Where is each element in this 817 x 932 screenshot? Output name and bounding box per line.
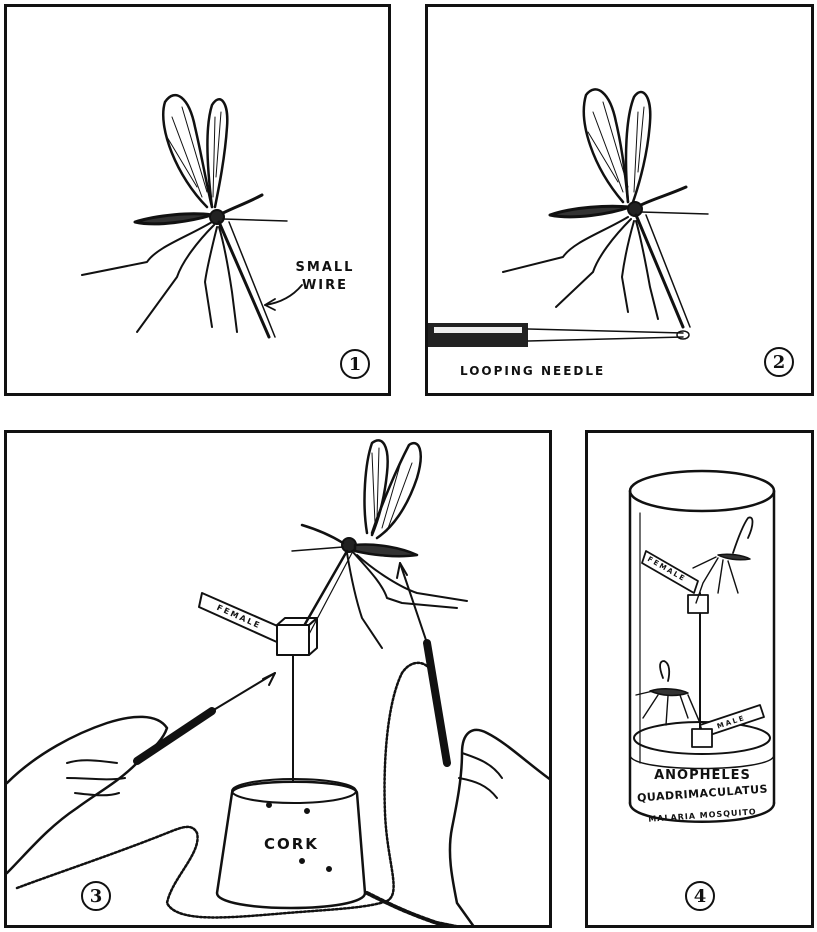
mounted-specimens-vial-illustration (588, 433, 814, 928)
mosquito-with-small-wire-illustration (7, 7, 391, 396)
panel-3: CORK FEMALE 3 (4, 430, 552, 928)
panel-2: LOOPING NEEDLE 2 (425, 4, 814, 396)
panel-number-4: 4 (685, 881, 715, 911)
mounting-on-cork-illustration (7, 433, 552, 928)
mosquito-with-looping-needle-illustration (428, 7, 814, 396)
panel-4: FEMALE MALE ANOPHELES QUADRIMACULATUS MA… (585, 430, 814, 928)
panel-number-2: 2 (764, 347, 794, 377)
panel-number-1: 1 (340, 349, 370, 379)
looping-needle-label: LOOPING NEEDLE (460, 364, 605, 378)
panel-number-3: 3 (81, 881, 111, 911)
cork-label: CORK (264, 835, 319, 853)
panel-1: SMALL WIRE 1 (4, 4, 391, 396)
small-wire-label: SMALL WIRE (285, 259, 365, 295)
